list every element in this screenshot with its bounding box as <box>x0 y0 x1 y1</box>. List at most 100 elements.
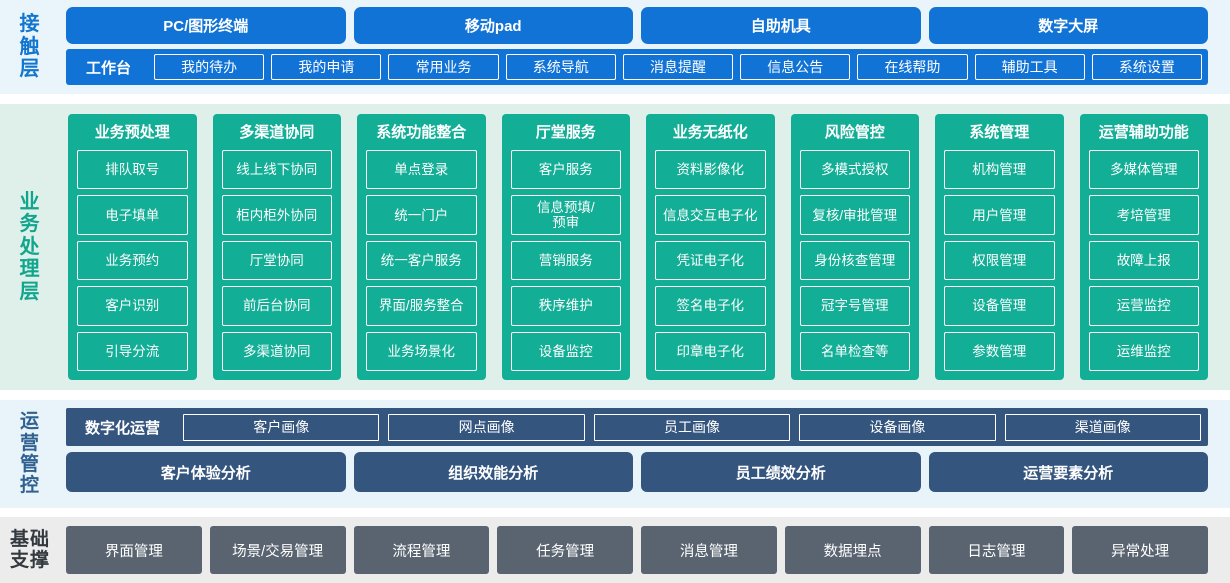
business-item[interactable]: 单点登录 <box>366 150 477 190</box>
channel-row: PC/图形终端 移动pad 自助机具 数字大屏 <box>66 7 1208 44</box>
band-label-char: 处 <box>19 235 41 258</box>
workbench-item-utility-tools[interactable]: 辅助工具 <box>974 54 1085 80</box>
portrait-item-customer[interactable]: 客户画像 <box>183 413 380 441</box>
foundation-item-exception-handling[interactable]: 异常处理 <box>1072 526 1208 574</box>
business-item[interactable]: 运营监控 <box>1088 286 1199 326</box>
column-items: 排队取号 电子填单 业务预约 客户识别 引导分流 <box>77 150 188 372</box>
foundation-item-log-management[interactable]: 日志管理 <box>928 526 1065 574</box>
column-items: 多模式授权 复核/审批管理 身份核查管理 冠字号管理 名单检查等 <box>799 150 910 372</box>
foundation-item-data-tracking[interactable]: 数据埋点 <box>784 526 921 574</box>
portrait-item-employee[interactable]: 员工画像 <box>593 413 791 441</box>
business-item[interactable]: 用户管理 <box>944 195 1055 235</box>
business-item[interactable]: 多渠道协同 <box>221 331 332 372</box>
column-items: 资料影像化 信息交互电子化 凭证电子化 签名电子化 印章电子化 <box>655 150 766 372</box>
business-item[interactable]: 信息预填/ 预审 <box>510 195 621 235</box>
business-item[interactable]: 统一客户服务 <box>366 240 477 281</box>
business-item[interactable]: 凭证电子化 <box>655 240 766 281</box>
business-item[interactable]: 名单检查等 <box>799 331 910 372</box>
business-item[interactable]: 复核/审批管理 <box>799 195 910 235</box>
band-label-contact-layer: 接 触 层 <box>0 0 60 94</box>
analysis-item-customer-experience[interactable]: 客户体验分析 <box>66 452 346 492</box>
channel-box-mobile-pad[interactable]: 移动pad <box>353 7 633 44</box>
business-item[interactable]: 秩序维护 <box>510 286 621 326</box>
column-title: 厅堂服务 <box>535 124 596 141</box>
business-item[interactable]: 签名电子化 <box>655 286 766 326</box>
band-operations-management: 运 营 管 控 数字化运营 客户画像 网点画像 员工画像 设备画像 渠道画像 客… <box>0 400 1230 508</box>
business-column-risk-control: 风险管控 多模式授权 复核/审批管理 身份核查管理 冠字号管理 名单检查等 <box>790 114 919 380</box>
column-title: 系统功能整合 <box>376 124 467 141</box>
business-item[interactable]: 印章电子化 <box>655 331 766 372</box>
business-item[interactable]: 机构管理 <box>944 150 1055 190</box>
business-item[interactable]: 业务预约 <box>77 240 188 281</box>
workbench-item-my-todo[interactable]: 我的待办 <box>154 54 265 80</box>
business-item[interactable]: 电子填单 <box>77 195 188 235</box>
business-item[interactable]: 多模式授权 <box>799 150 910 190</box>
business-item[interactable]: 运维监控 <box>1088 331 1199 372</box>
business-item[interactable]: 业务场景化 <box>366 331 477 372</box>
business-item[interactable]: 信息交互电子化 <box>655 195 766 235</box>
business-item[interactable]: 设备管理 <box>944 286 1055 326</box>
workbench-item-common-business[interactable]: 常用业务 <box>388 54 499 80</box>
foundation-item-task-management[interactable]: 任务管理 <box>497 526 633 574</box>
business-column-lobby-service: 厅堂服务 客户服务 信息预填/ 预审 营销服务 秩序维护 设备监控 <box>501 114 630 380</box>
workbench-item-announcement[interactable]: 信息公告 <box>740 54 851 80</box>
channel-box-self-service[interactable]: 自助机具 <box>641 7 921 44</box>
foundation-item-scenario-transaction-management[interactable]: 场景/交易管理 <box>209 526 346 574</box>
analysis-item-operational-factors[interactable]: 运营要素分析 <box>928 452 1208 492</box>
analysis-item-organizational-efficiency[interactable]: 组织效能分析 <box>353 452 633 492</box>
business-item[interactable]: 多媒体管理 <box>1088 150 1199 190</box>
portrait-item-channel[interactable]: 渠道画像 <box>1004 413 1201 441</box>
portrait-item-device[interactable]: 设备画像 <box>799 413 996 441</box>
business-item[interactable]: 考培管理 <box>1088 195 1199 235</box>
column-items: 客户服务 信息预填/ 预审 营销服务 秩序维护 设备监控 <box>510 150 621 372</box>
band-label-char: 控 <box>19 475 40 497</box>
business-item[interactable]: 故障上报 <box>1088 240 1199 281</box>
business-item[interactable]: 前后台协同 <box>221 286 332 326</box>
band-label-char: 业 <box>19 191 41 214</box>
workbench-item-system-navigation[interactable]: 系统导航 <box>505 54 616 80</box>
column-title: 系统管理 <box>969 124 1030 141</box>
analysis-row: 客户体验分析 组织效能分析 员工绩效分析 运营要素分析 <box>66 452 1208 492</box>
business-item[interactable]: 参数管理 <box>944 331 1055 372</box>
business-column-paperless: 业务无纸化 资料影像化 信息交互电子化 凭证电子化 签名电子化 印章电子化 <box>646 114 775 380</box>
band-business-processing-layer: 业 务 处 理 层 业务预处理 排队取号 电子填单 业务预约 客户识别 引导分流… <box>0 104 1230 390</box>
business-item[interactable]: 柜内柜外协同 <box>221 195 332 235</box>
business-item[interactable]: 引导分流 <box>77 331 188 372</box>
digital-operations-title: 数字化运营 <box>85 419 161 437</box>
band-foundation-support: 基础 支撑 界面管理 场景/交易管理 流程管理 任务管理 消息管理 数据埋点 日… <box>0 517 1230 583</box>
column-title: 多渠道协同 <box>239 124 315 141</box>
column-title: 业务无纸化 <box>672 124 748 141</box>
workbench-item-system-settings[interactable]: 系统设置 <box>1091 54 1202 80</box>
portrait-item-branch[interactable]: 网点画像 <box>388 413 585 441</box>
analysis-item-employee-performance[interactable]: 员工绩效分析 <box>641 452 921 492</box>
business-item[interactable]: 客户识别 <box>77 286 188 326</box>
band-label-business-processing-layer: 业 务 处 理 层 <box>0 104 60 390</box>
foundation-item-ui-management[interactable]: 界面管理 <box>66 526 202 574</box>
band-label-char: 务 <box>19 213 41 236</box>
business-item[interactable]: 界面/服务整合 <box>366 286 477 326</box>
column-items: 多媒体管理 考培管理 故障上报 运营监控 运维监控 <box>1088 150 1199 372</box>
business-item[interactable]: 身份核查管理 <box>799 240 910 281</box>
business-item[interactable]: 资料影像化 <box>655 150 766 190</box>
business-item[interactable]: 线上线下协同 <box>221 150 332 190</box>
workbench-item-message-alert[interactable]: 消息提醒 <box>622 54 734 80</box>
business-item[interactable]: 统一门户 <box>366 195 477 235</box>
channel-box-digital-screen[interactable]: 数字大屏 <box>928 7 1208 44</box>
workbench-row: 工作台 我的待办 我的申请 常用业务 系统导航 消息提醒 信息公告 在线帮助 辅… <box>66 49 1208 85</box>
band-label-row: 支撑 <box>9 550 50 571</box>
workbench-item-online-help[interactable]: 在线帮助 <box>857 54 968 80</box>
business-item[interactable]: 权限管理 <box>944 240 1055 281</box>
workbench-item-my-application[interactable]: 我的申请 <box>271 54 382 80</box>
band-label-operations-management: 运 营 管 控 <box>0 400 60 508</box>
digital-operations-row: 数字化运营 客户画像 网点画像 员工画像 设备画像 渠道画像 <box>66 408 1208 446</box>
business-item[interactable]: 营销服务 <box>510 240 621 281</box>
foundation-item-message-management[interactable]: 消息管理 <box>641 526 777 574</box>
band-label-char: 层 <box>19 58 41 81</box>
business-item[interactable]: 排队取号 <box>77 150 188 190</box>
business-item[interactable]: 设备监控 <box>510 331 621 372</box>
business-item[interactable]: 冠字号管理 <box>799 286 910 326</box>
foundation-item-process-management[interactable]: 流程管理 <box>353 526 490 574</box>
business-item[interactable]: 客户服务 <box>510 150 621 190</box>
channel-box-pc[interactable]: PC/图形终端 <box>66 7 346 44</box>
business-item[interactable]: 厅堂协同 <box>221 240 332 281</box>
